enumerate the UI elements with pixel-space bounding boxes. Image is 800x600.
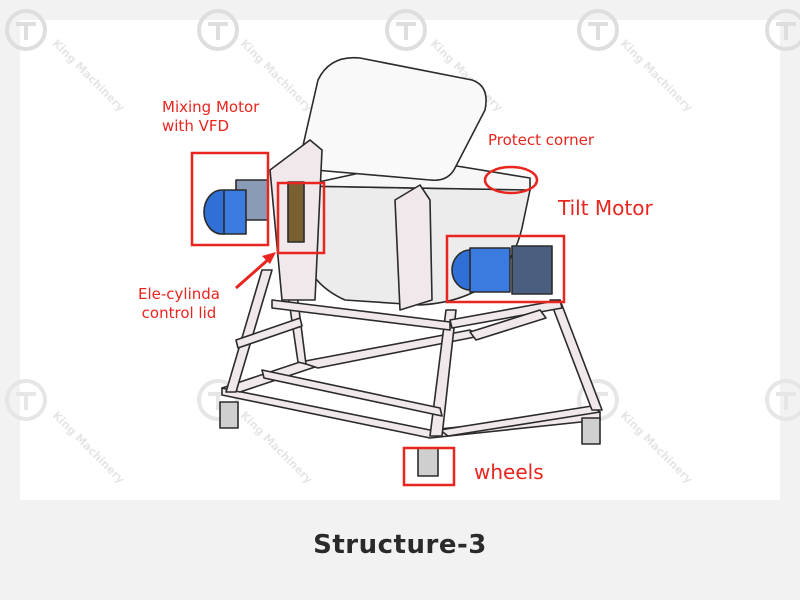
wheels-label: wheels — [474, 460, 544, 484]
tilt-motor-label: Tilt Motor — [558, 196, 653, 220]
tilt-gearbox — [511, 245, 553, 295]
right-top-rail — [449, 299, 563, 329]
mixing-motor-label-line2: with VFD — [162, 117, 230, 135]
watermark-logo-icon — [5, 379, 47, 421]
mixing-motor-label: Mixing Motor with VFD — [162, 98, 259, 136]
watermark-text: King Machinery — [50, 37, 127, 114]
watermark-text: King Machinery — [238, 409, 315, 486]
right-leg-back — [549, 299, 603, 411]
watermark-logo-icon — [385, 9, 427, 51]
figure-caption: Structure-3 — [313, 530, 487, 560]
right-side-plate — [394, 184, 433, 311]
wheel-front — [417, 447, 439, 477]
watermark-logo-icon — [197, 9, 239, 51]
upper-rail — [271, 299, 451, 331]
watermark-logo-icon — [765, 379, 800, 421]
watermark-logo-icon — [765, 9, 800, 51]
watermark-text: King Machinery — [618, 409, 695, 486]
mixing-motor-fan — [223, 189, 247, 235]
mixing-motor-label-line1: Mixing Motor — [162, 98, 260, 116]
tilt-motor-housing — [469, 247, 511, 293]
watermark-logo-icon — [577, 9, 619, 51]
base-right-rail — [439, 405, 601, 437]
watermark-text: King Machinery — [50, 409, 127, 486]
ele-cylinda-label-line1: Ele-cylinda — [138, 285, 220, 303]
ele-cylinda-highlight-box — [276, 181, 326, 255]
wheel-left — [219, 401, 239, 429]
mixing-motor-highlight-box — [190, 151, 270, 247]
right-leg-front — [429, 309, 457, 437]
watermark-text: King Machinery — [618, 37, 695, 114]
left-cross-brace — [235, 317, 303, 349]
watermark-logo-icon — [5, 9, 47, 51]
wheel-right — [581, 417, 601, 445]
protect-corner-label: Protect corner — [488, 131, 595, 149]
right-cross-brace — [469, 309, 547, 341]
ele-cylinda-label: Ele-cylinda control lid — [138, 285, 220, 323]
mid-rail — [261, 369, 443, 417]
tilt-motor-highlight-box — [445, 234, 566, 304]
protect-corner-highlight-ellipse — [483, 165, 539, 195]
wheels-highlight-box — [402, 446, 456, 487]
arrow-head-icon — [262, 252, 276, 264]
left-leg-front — [225, 269, 273, 393]
ele-cylinda-arrow — [235, 256, 271, 290]
electric-cylinder — [287, 181, 305, 243]
ele-cylinda-label-line2: control lid — [141, 304, 217, 322]
